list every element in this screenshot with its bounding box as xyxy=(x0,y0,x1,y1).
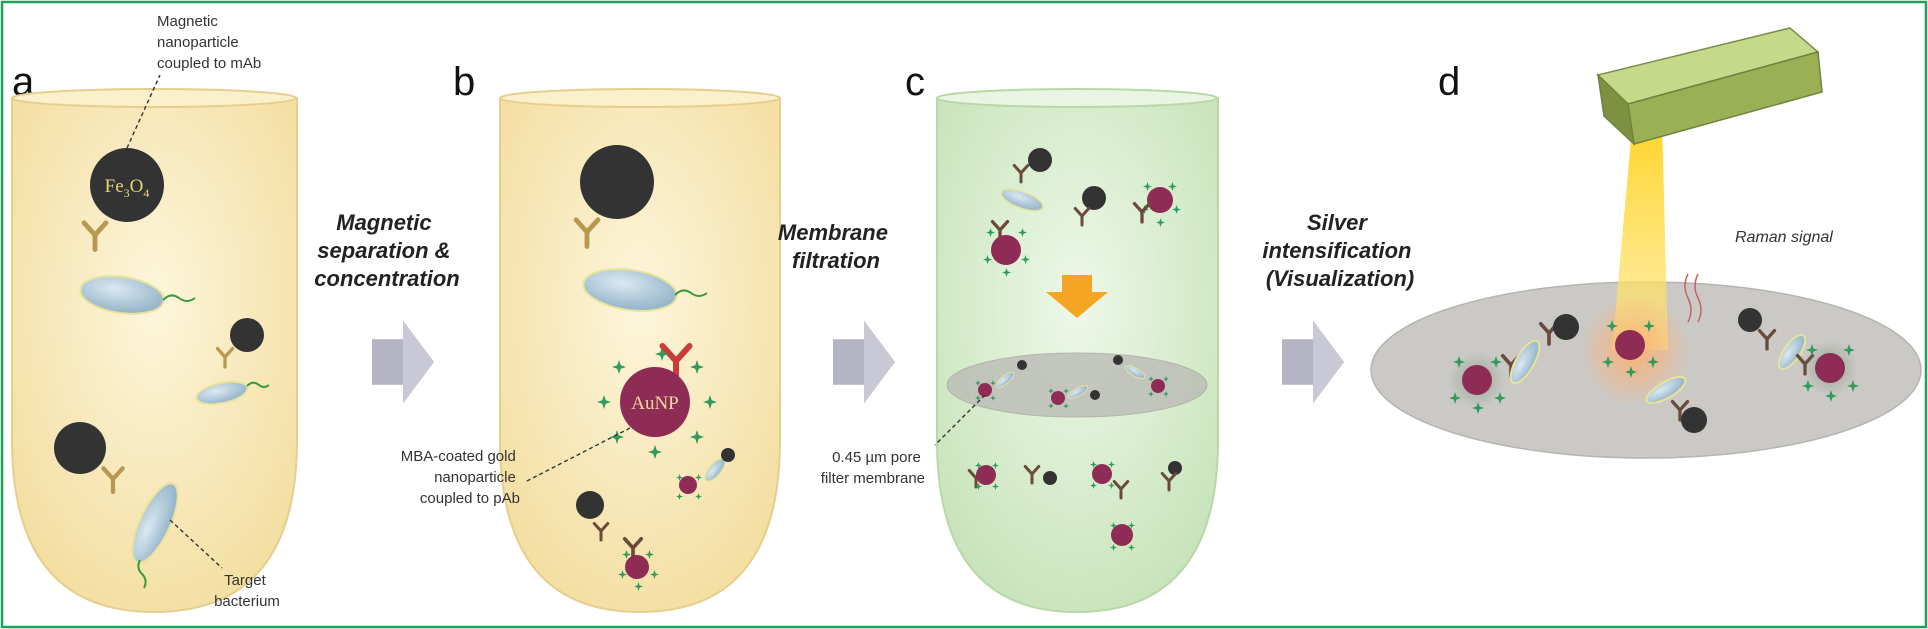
panel-d: d Raman signal xyxy=(1370,27,1922,459)
laser-source-icon xyxy=(1596,27,1823,147)
panel-b: b AuNP xyxy=(401,60,781,614)
captured-complexes xyxy=(975,355,1169,409)
aunp-label: AuNP xyxy=(631,393,679,414)
tube-b-rim xyxy=(499,88,781,108)
target-bacterium-label: Target bacterium xyxy=(214,572,280,610)
tube-a xyxy=(11,97,298,614)
bacterium-icon xyxy=(131,482,179,589)
membrane-label: 0.45 µm pore filter membrane xyxy=(821,449,925,487)
magnetic-nanoparticle xyxy=(580,145,654,219)
tube-a-rim xyxy=(11,88,297,108)
leader-line-magnetic xyxy=(126,74,161,149)
panel-a: a Fe3O4 Magnetic nanoparticle coupled xyxy=(11,13,298,614)
filter-membrane xyxy=(946,352,1208,418)
magnetic-nanoparticle xyxy=(54,422,106,474)
gold-nanoparticle xyxy=(1140,182,1181,227)
bacterium-icon xyxy=(1000,188,1044,212)
magnetic-nanoparticle xyxy=(1028,148,1052,172)
magnetic-nanoparticle xyxy=(1082,186,1106,210)
bacterium-icon xyxy=(195,380,270,406)
mba-gold-label: MBA-coated gold nanoparticle coupled to … xyxy=(401,448,520,507)
step-silver-label: Silver intensification (Visualization) xyxy=(1262,210,1417,291)
plate-complex-right xyxy=(1738,308,1859,402)
magnetic-nanoparticle xyxy=(576,491,604,519)
plate-complex-center xyxy=(1602,320,1707,433)
bacterium-icon xyxy=(582,268,708,312)
panel-letter-c: c xyxy=(905,60,925,104)
panel-letter-d: d xyxy=(1438,60,1460,104)
step-magnetic-label: Magnetic separation & concentration xyxy=(314,210,459,291)
leader-line-membrane xyxy=(934,394,986,446)
step-magnetic-separation: Magnetic separation & concentration xyxy=(314,210,460,404)
magnetic-nanoparticle xyxy=(90,148,164,222)
step-membrane-label: Membrane filtration xyxy=(778,220,894,273)
raman-wave xyxy=(1684,273,1692,323)
raman-signal-label: Raman signal xyxy=(1735,229,1833,246)
plate-complex-left xyxy=(1449,314,1579,414)
magnetic-nanoparticle xyxy=(230,318,264,352)
bacterium-icon xyxy=(79,275,196,315)
tube-b xyxy=(499,97,781,614)
gold-nanoparticle xyxy=(618,550,659,591)
filtrate-particles xyxy=(967,461,1182,551)
panel-letter-b: b xyxy=(453,60,475,104)
complex-small xyxy=(676,448,735,500)
raman-wave xyxy=(1694,273,1702,323)
laser-beam xyxy=(1612,122,1668,350)
leader-line-target xyxy=(169,519,223,569)
panel-c: c xyxy=(821,60,1219,614)
gold-nanoparticle xyxy=(597,347,717,459)
gold-nanoparticle xyxy=(983,228,1030,277)
step-membrane-filtration: Membrane filtration xyxy=(778,220,895,404)
fe3o4-label: Fe3O4 xyxy=(105,176,150,200)
down-arrow-icon xyxy=(1046,275,1108,318)
step-silver-intensification: Silver intensification (Visualization) xyxy=(1262,210,1417,404)
tube-c-rim xyxy=(936,88,1218,108)
magnetic-np-label: Magnetic nanoparticle coupled to mAb xyxy=(157,13,261,72)
leader-line-gold xyxy=(524,427,631,483)
